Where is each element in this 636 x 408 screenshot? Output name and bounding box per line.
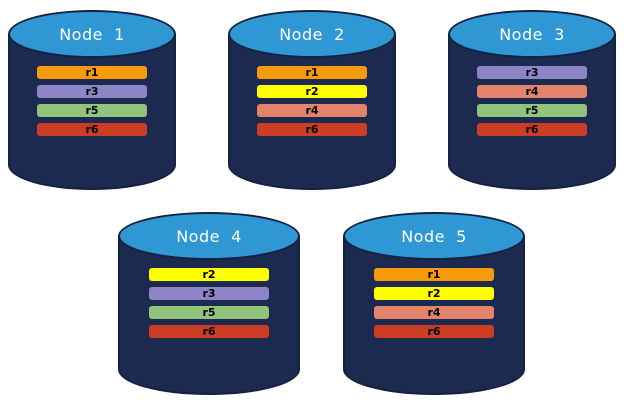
replica-bar[interactable]: r4	[373, 306, 495, 319]
replica-bar[interactable]: r4	[476, 85, 588, 98]
node-top-disc	[448, 10, 616, 58]
replica-bar[interactable]: r5	[36, 104, 148, 117]
replica-bar[interactable]: r6	[36, 123, 148, 136]
replica-bar[interactable]: r5	[148, 306, 270, 319]
replica-bar[interactable]: r3	[36, 85, 148, 98]
replica-bar[interactable]: r2	[148, 268, 270, 281]
replica-bar[interactable]: r6	[373, 325, 495, 338]
replica-bar[interactable]: r6	[256, 123, 368, 136]
replica-stack: r2 r3 r5 r6	[118, 268, 300, 338]
node-top-disc	[8, 10, 176, 58]
node-top-disc	[343, 212, 525, 260]
replica-bar[interactable]: r5	[476, 104, 588, 117]
node-top-disc	[118, 212, 300, 260]
replica-bar[interactable]: r6	[476, 123, 588, 136]
replica-bar[interactable]: r4	[256, 104, 368, 117]
replica-bar[interactable]: r2	[373, 287, 495, 300]
replica-bar[interactable]: r3	[148, 287, 270, 300]
replica-bar[interactable]: r1	[373, 268, 495, 281]
replica-bar[interactable]: r1	[36, 66, 148, 79]
replica-bar[interactable]: r2	[256, 85, 368, 98]
replica-stack: r1 r3 r5 r6	[8, 66, 176, 136]
replica-bar[interactable]: r1	[256, 66, 368, 79]
node-top-disc	[228, 10, 396, 58]
node-body	[448, 34, 616, 190]
replica-stack: r3 r4 r5 r6	[448, 66, 616, 136]
replica-stack: r1 r2 r4 r6	[343, 268, 525, 338]
replica-bar[interactable]: r6	[148, 325, 270, 338]
replica-bar[interactable]: r3	[476, 66, 588, 79]
replica-stack: r1 r2 r4 r6	[228, 66, 396, 136]
